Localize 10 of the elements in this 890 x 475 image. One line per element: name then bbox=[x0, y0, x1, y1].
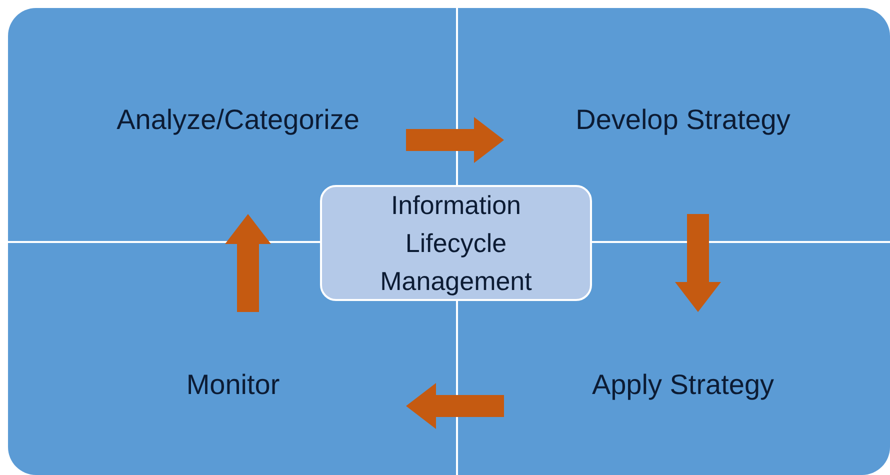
block-arrow bbox=[406, 383, 504, 429]
step-label: Analyze/Categorize bbox=[116, 103, 360, 137]
block-arrow bbox=[406, 117, 504, 163]
block-arrow bbox=[225, 214, 271, 312]
step-label: Develop Strategy bbox=[574, 103, 792, 137]
center-label: Information Lifecycle Management bbox=[379, 189, 533, 298]
block-arrow bbox=[675, 214, 721, 312]
step-label: Monitor bbox=[185, 368, 281, 402]
step-label: Apply Strategy bbox=[590, 368, 776, 402]
center-box bbox=[320, 185, 592, 301]
